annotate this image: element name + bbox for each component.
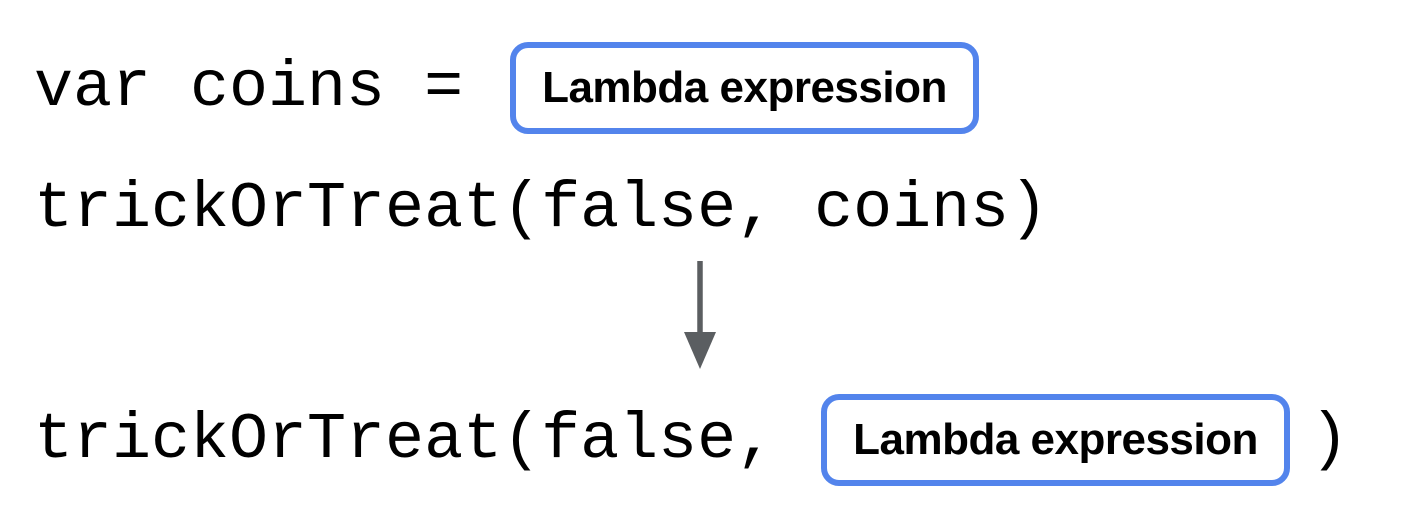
- code-var-declaration: var coins =: [34, 50, 464, 125]
- lambda-expression-box-inlined: Lambda expression: [821, 393, 1290, 487]
- lambda-expression-box-assignment: Lambda expression: [510, 41, 979, 135]
- transform-arrow-icon: [678, 259, 722, 371]
- code-line-function-call: trickOrTreat(false, coins): [34, 177, 1048, 242]
- lambda-expression-label: Lambda expression: [542, 62, 947, 112]
- code-call-suffix: ): [1309, 402, 1349, 477]
- lambda-expression-label: Lambda expression: [853, 414, 1258, 464]
- code-line-inlined-call: trickOrTreat(false, Lambda expression ): [34, 388, 1349, 492]
- code-call-prefix: trickOrTreat(false,: [34, 402, 776, 477]
- code-function-call: trickOrTreat(false, coins): [34, 172, 1049, 246]
- code-line-assignment: var coins = Lambda expression: [34, 40, 979, 136]
